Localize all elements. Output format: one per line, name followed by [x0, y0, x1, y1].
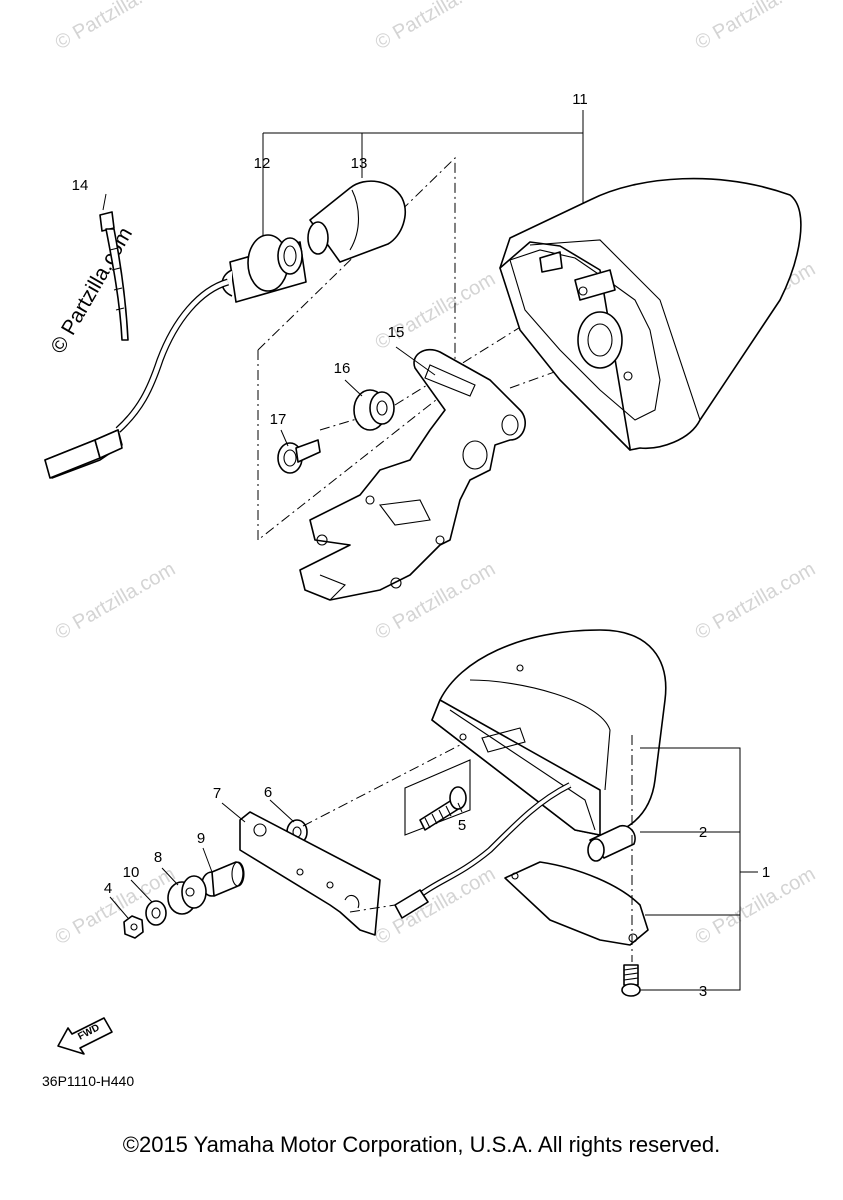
watermark: © Partzilla.com — [52, 558, 180, 644]
callout-leaders — [102, 193, 758, 991]
alignment-line — [509, 369, 561, 389]
watermark: © Partzilla.com — [52, 0, 180, 54]
part-13-bulb — [307, 180, 406, 263]
watermark: © Partzilla.com — [372, 0, 500, 54]
callout-6: 6 — [264, 784, 272, 801]
alignment-line — [319, 417, 361, 431]
callout-11: 11 — [572, 91, 588, 108]
callout-2: 2 — [699, 824, 707, 841]
callout-5: 5 — [458, 817, 466, 834]
part-8-damper — [167, 875, 207, 915]
alignment-line — [349, 904, 396, 913]
part-14-wire-clamp — [99, 211, 129, 341]
callout-10: 10 — [123, 864, 140, 881]
part-11-tail-light-unit — [499, 177, 802, 451]
part-17-screw — [277, 439, 321, 474]
part-7-plate-bracket — [239, 811, 381, 936]
callout-15: 15 — [388, 324, 405, 341]
part-1-lens-cover — [504, 861, 649, 946]
watermark: © Partzilla.com — [692, 0, 820, 54]
callout-14: 14 — [72, 177, 89, 194]
callout-labels: 11 12 13 14 15 16 17 1 2 3 4 5 6 7 8 9 1… — [72, 91, 771, 1000]
part-2-bulb — [587, 824, 636, 862]
callout-7: 7 — [213, 785, 221, 802]
callout-12: 12 — [254, 155, 271, 172]
subassembly-boundary — [257, 156, 456, 385]
callout-8: 8 — [154, 849, 162, 866]
callout-1: 1 — [762, 864, 770, 881]
part-10-washer — [145, 900, 167, 926]
fwd-direction-arrow: FWD — [57, 1017, 113, 1055]
part-9-collar — [201, 861, 245, 897]
alignment-line — [302, 744, 461, 827]
part-12-bulb-socket-harness — [44, 234, 307, 479]
part-3-screw — [621, 964, 641, 997]
part-15-bracket — [299, 348, 526, 601]
subassembly-boundary — [257, 350, 456, 542]
watermark: © Partzilla.com — [692, 558, 820, 644]
callout-3: 3 — [699, 983, 707, 1000]
part-5-bolt — [404, 759, 471, 836]
callout-bracket-11 — [262, 110, 584, 253]
callout-13: 13 — [351, 155, 368, 172]
watermark: © Partzilla.com — [692, 863, 820, 949]
callout-9: 9 — [197, 830, 205, 847]
callout-17: 17 — [270, 411, 287, 428]
part-1-wire-lead — [394, 782, 572, 919]
part-16-grommet — [353, 389, 395, 431]
part-4-nut — [123, 915, 144, 939]
callout-4: 4 — [104, 880, 112, 897]
callout-16: 16 — [334, 360, 351, 377]
diagram-code: 36P1110-H440 — [42, 1073, 135, 1089]
watermark: © Partzilla.com — [372, 268, 500, 354]
part-1-lower-housing — [431, 629, 667, 836]
copyright-notice: ©2015 Yamaha Motor Corporation, U.S.A. A… — [122, 1132, 721, 1157]
